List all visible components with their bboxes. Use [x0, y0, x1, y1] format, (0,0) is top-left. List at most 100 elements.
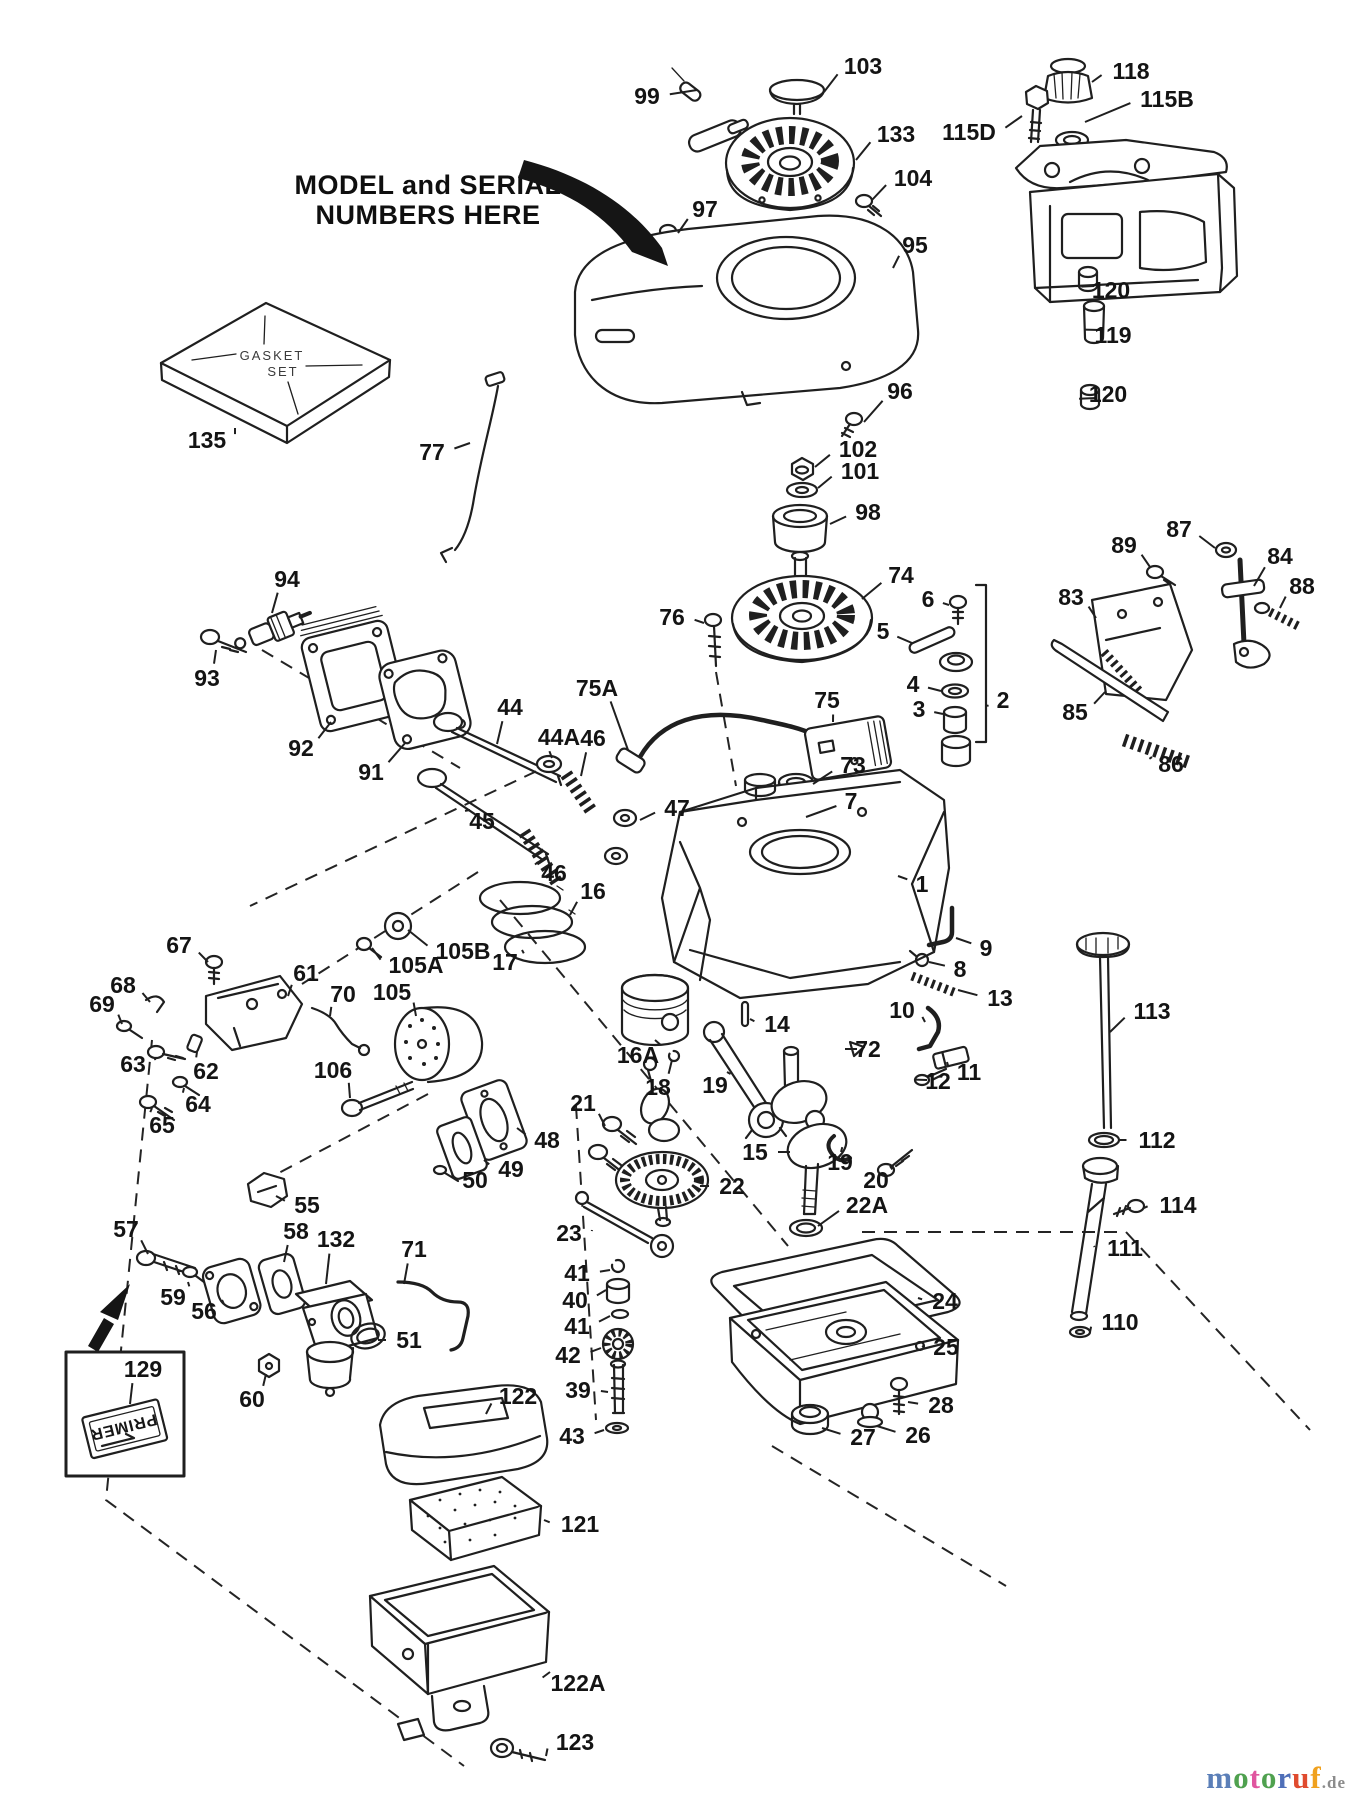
svg-text:115B: 115B	[1140, 86, 1194, 112]
part-label-75-44: 75	[814, 687, 840, 723]
clip-68	[144, 995, 166, 1014]
muffler-bolt-106	[340, 1080, 415, 1118]
governor-rod-85	[1050, 638, 1170, 723]
part-label-63-95: 63	[120, 1051, 157, 1077]
part-label-93-33: 93	[194, 649, 220, 691]
svg-text:65: 65	[149, 1112, 175, 1138]
tube-119	[1082, 299, 1106, 345]
part-label-98-17: 98	[829, 499, 881, 525]
svg-text:43: 43	[559, 1423, 585, 1449]
exhaust-valve-45	[416, 767, 551, 865]
svg-text:105B: 105B	[436, 938, 491, 964]
governor-rod-23	[574, 1190, 675, 1259]
speed-control-bracket-83	[1090, 582, 1194, 702]
svg-text:63: 63	[120, 1051, 146, 1077]
model-serial-callout: MODEL and SERIAL NUMBERS HERE	[294, 160, 668, 266]
governor-spring-86	[1121, 733, 1191, 769]
spring-retainers-47	[603, 808, 638, 866]
control-bracket-61	[204, 974, 304, 1052]
svg-text:122A: 122A	[551, 1670, 606, 1696]
part-label-23-65: 23	[556, 1220, 593, 1246]
svg-text:8: 8	[954, 956, 967, 982]
svg-text:9: 9	[980, 935, 993, 961]
washer-110	[1068, 1325, 1092, 1339]
svg-text:70: 70	[330, 981, 356, 1007]
part-label-2-24: 2	[986, 687, 1010, 713]
cup-lower	[940, 734, 972, 768]
part-label-99-0: 99	[634, 83, 698, 109]
part-label-111-69: 111	[1093, 1235, 1143, 1261]
part-label-20-61: 20	[863, 1165, 894, 1193]
ground-wire-77	[439, 371, 506, 564]
svg-text:25: 25	[933, 1334, 959, 1360]
screw-104	[854, 193, 883, 218]
part-label-112-67: 112	[1118, 1127, 1176, 1153]
svg-text:44: 44	[497, 694, 523, 720]
part-label-49-74: 49	[483, 1156, 524, 1182]
svg-text:83: 83	[1058, 584, 1084, 610]
svg-text:51: 51	[396, 1327, 422, 1353]
svg-text:22A: 22A	[846, 1192, 888, 1218]
recoil-starter-133	[687, 116, 856, 212]
svg-text:19: 19	[827, 1149, 853, 1175]
svg-text:121: 121	[561, 1511, 600, 1537]
part-label-115D-9: 115D	[942, 115, 1023, 145]
part-label-87-25: 87	[1166, 516, 1216, 549]
governor-spool-stack	[601, 1258, 635, 1435]
governor-arm-10	[916, 1005, 942, 1052]
svg-text:68: 68	[110, 972, 136, 998]
svg-text:12: 12	[925, 1068, 951, 1094]
governor-link-9	[926, 905, 955, 948]
part-label-19-56: 19	[702, 1071, 732, 1098]
part-label-14-52: 14	[749, 1011, 790, 1037]
svg-text:105: 105	[373, 979, 412, 1005]
svg-text:1: 1	[916, 871, 929, 897]
svg-text:42: 42	[555, 1342, 581, 1368]
part-label-22-63: 22	[700, 1173, 745, 1199]
part-label-50-75: 50	[451, 1167, 488, 1193]
gasket-set-text-2: SET	[267, 364, 298, 379]
svg-text:118: 118	[1112, 58, 1149, 84]
part-label-89-26: 89	[1111, 532, 1151, 568]
svg-text:46: 46	[541, 860, 567, 886]
part-label-22A-64: 22A	[817, 1192, 888, 1227]
part-label-56-82: 56	[191, 1298, 225, 1324]
svg-text:72: 72	[855, 1036, 881, 1062]
flywheel-key-5	[908, 626, 956, 654]
bolt-96	[840, 411, 864, 439]
washer-105B	[383, 911, 413, 941]
part-label-15-59: 15	[742, 1139, 790, 1165]
part-label-114-68: 114	[1143, 1192, 1197, 1218]
spark-plug-94	[234, 610, 312, 650]
svg-text:27: 27	[850, 1424, 876, 1450]
primer-arrow	[88, 1284, 130, 1352]
svg-text:61: 61	[293, 960, 319, 986]
svg-text:62: 62	[193, 1058, 219, 1084]
svg-text:11: 11	[957, 1059, 982, 1085]
oil-plug-27	[790, 1403, 830, 1436]
valve-cap-44A	[535, 754, 563, 774]
svg-text:13: 13	[987, 985, 1013, 1011]
cup-3	[942, 705, 968, 735]
spacer-flange	[938, 651, 974, 673]
primer-callout-129: PRIMER	[64, 1284, 186, 1478]
part-label-135-13: 135	[188, 427, 236, 453]
part-label-72-53: 72	[845, 1036, 881, 1062]
svg-text:28: 28	[928, 1392, 954, 1418]
camshaft-22	[614, 1056, 710, 1228]
part-label-10-51: 10	[889, 997, 926, 1023]
svg-text:98: 98	[855, 499, 881, 525]
svg-text:2: 2	[997, 687, 1010, 713]
svg-text:50: 50	[462, 1167, 488, 1193]
svg-text:86: 86	[1158, 751, 1184, 777]
valve-spring-46-upper	[560, 770, 598, 816]
gasket-58	[257, 1252, 307, 1316]
part-label-61-89: 61	[287, 960, 319, 997]
part-label-11-57: 11	[946, 1059, 982, 1085]
clamp-11	[932, 1045, 970, 1070]
part-label-24-71: 24	[917, 1288, 958, 1314]
svg-text:112: 112	[1138, 1127, 1175, 1153]
part-label-115B-8: 115B	[1084, 86, 1194, 123]
fuel-cap-118	[1042, 57, 1094, 104]
svg-text:75A: 75A	[576, 675, 618, 701]
